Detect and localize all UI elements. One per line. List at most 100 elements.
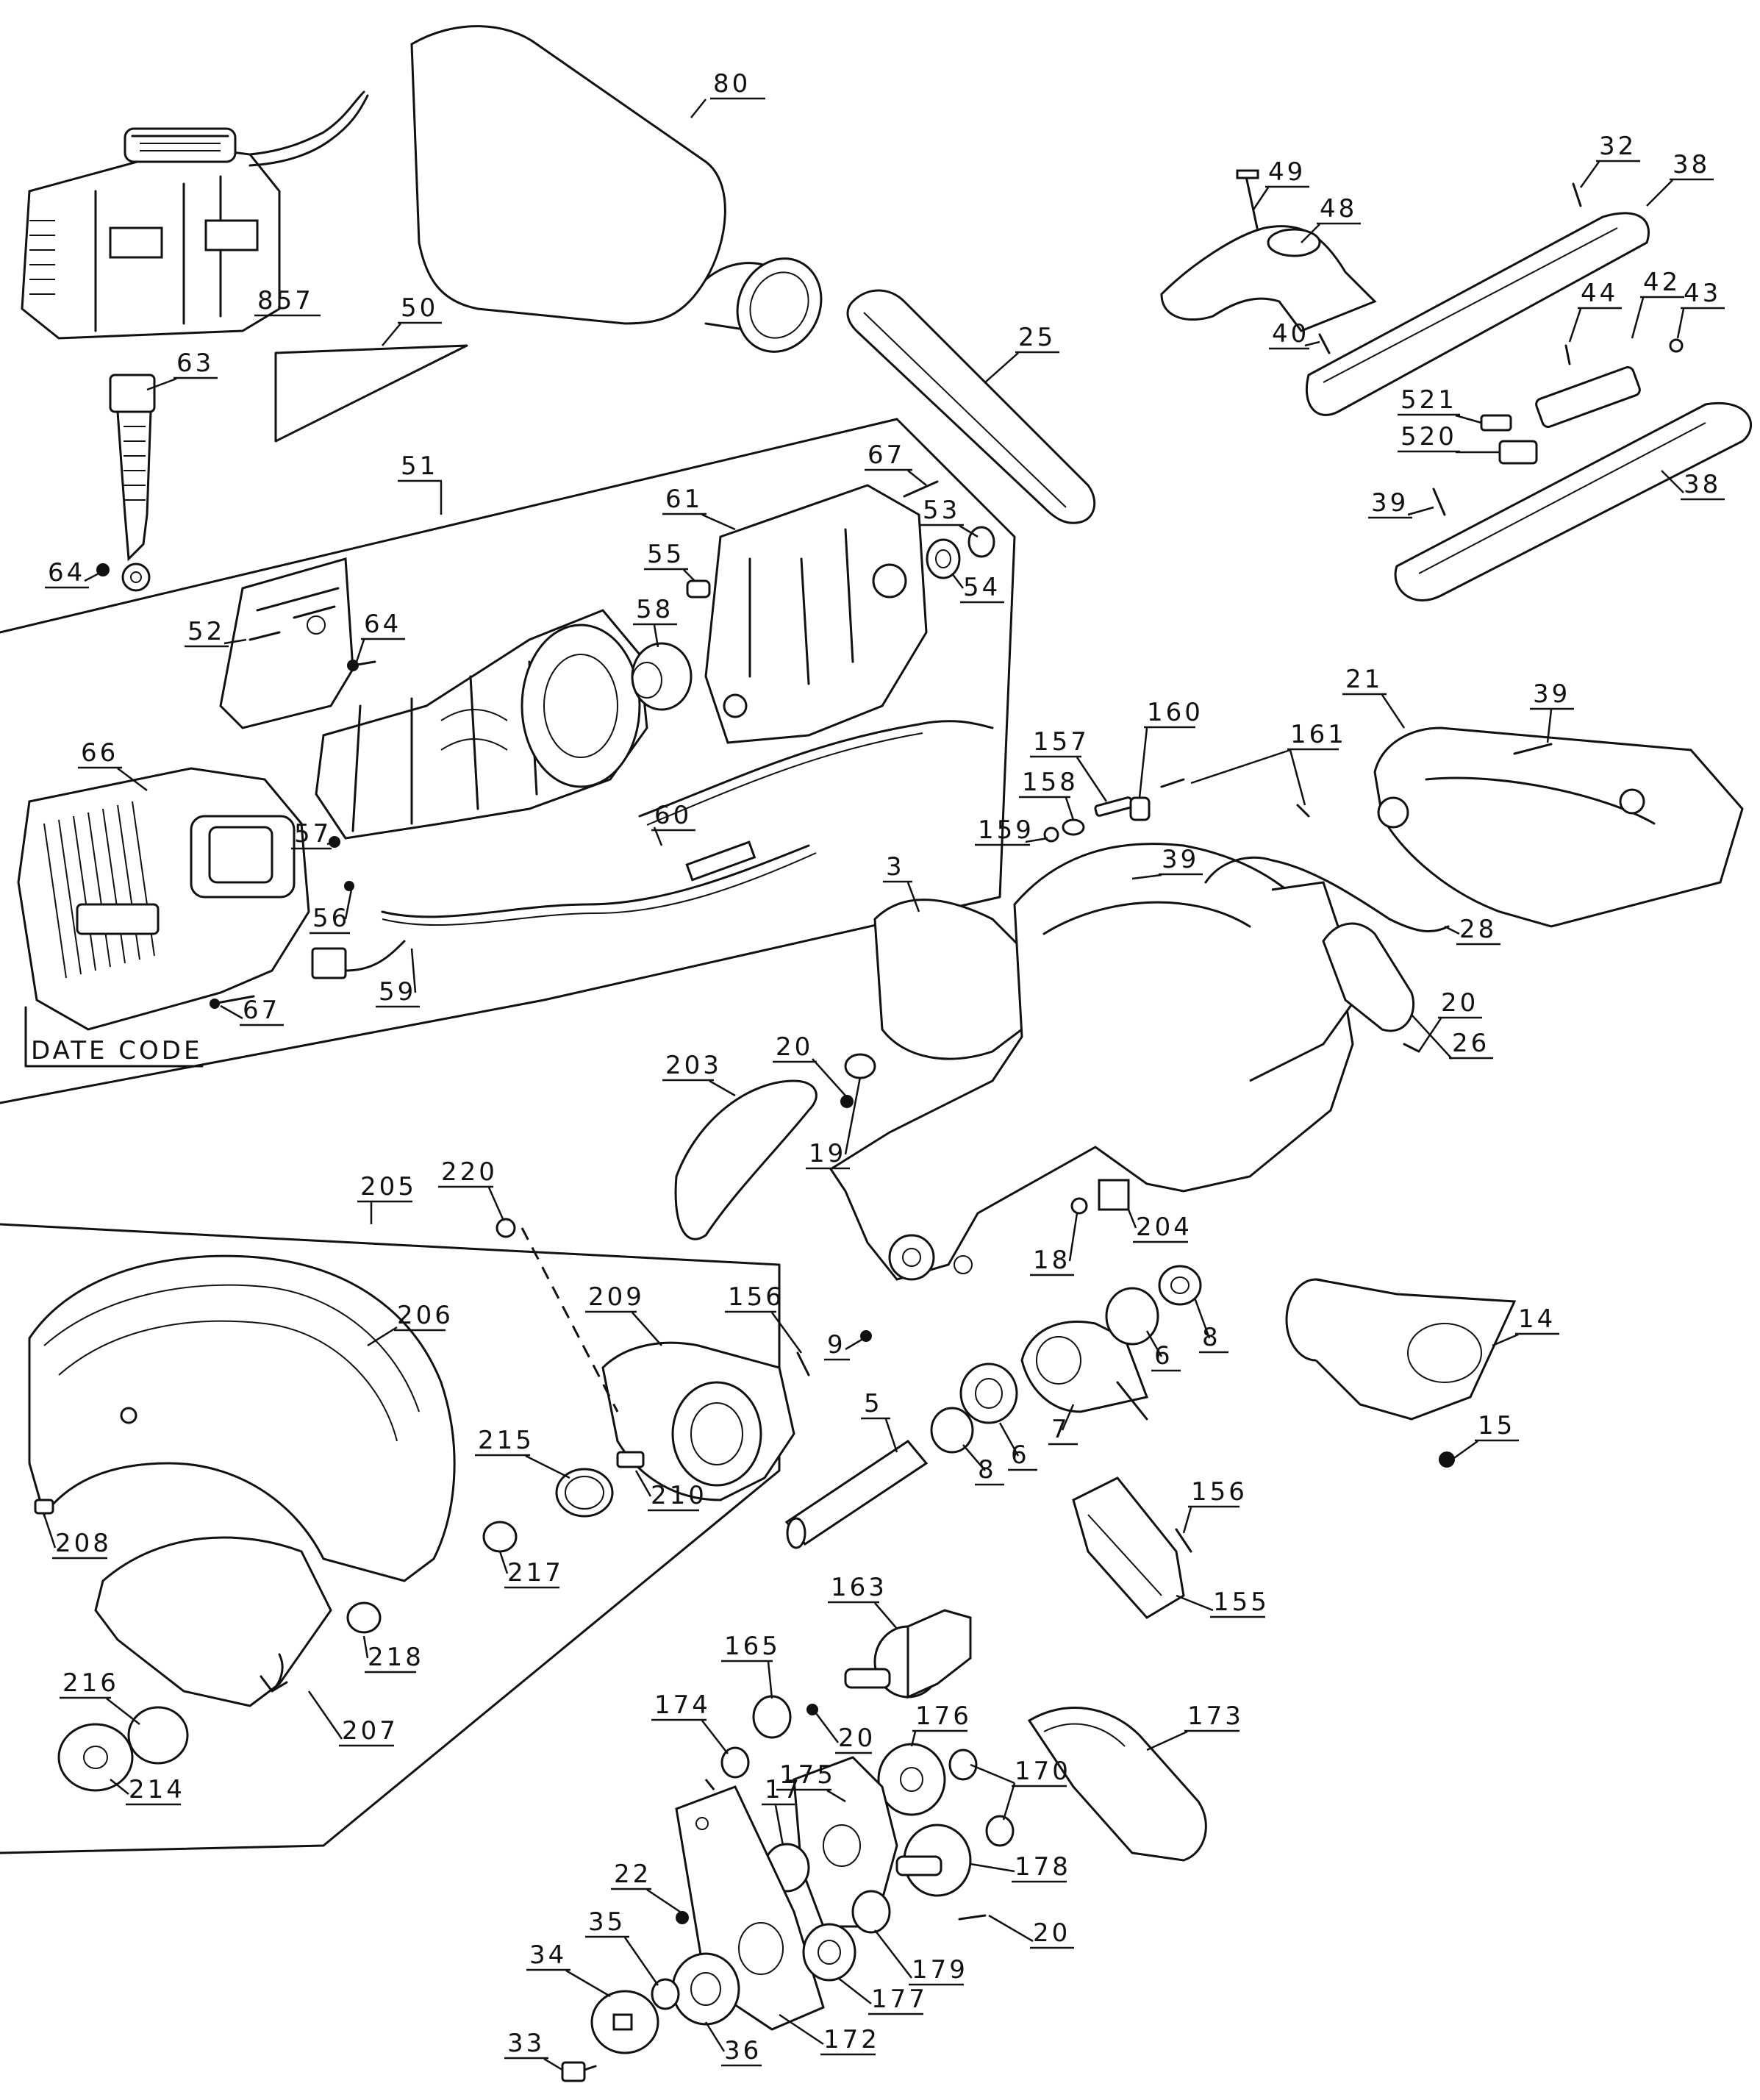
bearing-170 xyxy=(948,1749,1015,1847)
dust-port-14 xyxy=(1285,1278,1517,1421)
handle-half-38b xyxy=(1394,402,1752,601)
callout-p6b: 6 xyxy=(1011,1440,1030,1470)
callout-p59: 59 xyxy=(379,977,416,1007)
leader-line xyxy=(815,1713,839,1743)
screw-220 xyxy=(496,1218,516,1238)
guard-bracket-209 xyxy=(601,1341,795,1501)
leader-line xyxy=(1301,224,1320,243)
callout-p32: 32 xyxy=(1599,132,1636,161)
spring-158 xyxy=(1062,818,1085,836)
leader-line xyxy=(632,1312,662,1346)
leader-line xyxy=(906,882,920,913)
screw-20a xyxy=(1403,1043,1420,1053)
callout-p217: 217 xyxy=(507,1558,564,1588)
callout-p155: 155 xyxy=(1213,1588,1270,1617)
leader-line xyxy=(1381,694,1406,729)
leader-line xyxy=(1182,1507,1192,1534)
leader-line xyxy=(498,1551,509,1574)
leader-line xyxy=(1138,727,1148,799)
trigger-42 xyxy=(1535,366,1641,428)
leader-line xyxy=(1193,1297,1211,1339)
leader-line xyxy=(653,624,659,648)
leader-line xyxy=(1061,1404,1075,1431)
screw-22 xyxy=(676,1911,689,1924)
screw-39b xyxy=(1513,743,1553,755)
screw-161 xyxy=(1160,778,1310,818)
leader-line xyxy=(1002,1782,1016,1821)
leader-line xyxy=(874,1929,912,1979)
upper-arm-3 xyxy=(829,843,1362,1281)
callout-p216: 216 xyxy=(62,1668,119,1698)
wire-harness-60 xyxy=(381,720,994,926)
leader-line xyxy=(1546,709,1553,743)
callout-p21: 21 xyxy=(1345,665,1383,694)
leader-line xyxy=(774,1804,784,1846)
leader-line xyxy=(1407,506,1434,516)
screw-44 xyxy=(1564,344,1571,365)
screw-156b xyxy=(1175,1528,1192,1553)
screw-39a xyxy=(1432,488,1446,516)
date-code-bracket xyxy=(24,1006,204,1068)
motor-field-armature xyxy=(315,609,648,840)
leader-line xyxy=(1631,297,1645,339)
callout-p49: 49 xyxy=(1268,157,1306,187)
callout-p165: 165 xyxy=(724,1632,781,1661)
callout-p7: 7 xyxy=(1051,1415,1070,1444)
callout-p39a: 39 xyxy=(1371,488,1409,518)
callout-p175: 175 xyxy=(779,1760,836,1790)
leader-line xyxy=(1661,470,1684,493)
washer-217 xyxy=(482,1521,518,1553)
leader-line xyxy=(1444,925,1460,935)
spring-215 xyxy=(555,1468,614,1518)
leader-line xyxy=(1676,308,1685,339)
callout-p20a: 20 xyxy=(1441,988,1478,1018)
callout-p170: 170 xyxy=(1015,1757,1071,1786)
callout-p44: 44 xyxy=(1581,279,1618,308)
leader-line xyxy=(970,1763,1015,1785)
motor-assembly-border-51 xyxy=(0,418,1016,1104)
leader-line xyxy=(623,1937,659,1986)
strip-50 xyxy=(274,344,468,443)
callout-p58: 58 xyxy=(636,595,673,624)
bushing-8b xyxy=(1158,1265,1202,1306)
bearing-179 xyxy=(851,1890,891,1934)
leader-line xyxy=(770,1312,803,1354)
leader-line xyxy=(907,470,927,486)
leader-line xyxy=(951,573,964,589)
switch-521 xyxy=(1480,414,1512,432)
callout-p28: 28 xyxy=(1459,915,1497,944)
lower-guard-206 xyxy=(28,1254,456,1582)
brush-cap-54 xyxy=(926,538,961,579)
callout-p80: 80 xyxy=(713,69,751,99)
callout-p8b: 8 xyxy=(978,1455,997,1485)
leader-line xyxy=(1579,161,1600,188)
callout-p25: 25 xyxy=(1018,323,1056,352)
leader-line xyxy=(382,323,401,346)
leader-line xyxy=(1025,837,1048,843)
leader-line xyxy=(223,638,247,645)
leader-line xyxy=(767,1661,773,1699)
callout-p39c: 39 xyxy=(1162,845,1199,874)
bearing-6b xyxy=(1105,1287,1159,1346)
gasket-173 xyxy=(1027,1707,1207,1862)
callout-p61: 61 xyxy=(665,485,703,514)
callout-p206: 206 xyxy=(397,1301,454,1330)
leader-line xyxy=(959,524,979,538)
callout-p203: 203 xyxy=(665,1051,722,1080)
screw-40 xyxy=(1318,333,1331,354)
callout-p67b: 67 xyxy=(243,996,280,1025)
bearing-58 xyxy=(631,642,693,711)
callout-p157: 157 xyxy=(1033,727,1090,757)
blade-guard-assembly-border-205 xyxy=(0,1223,781,1854)
callout-p207: 207 xyxy=(342,1716,398,1746)
callout-p63: 63 xyxy=(176,349,214,378)
leader-line xyxy=(988,1914,1034,1943)
callout-p53: 53 xyxy=(923,496,960,525)
callout-p67a: 67 xyxy=(868,440,905,470)
leader-line xyxy=(837,1977,872,2004)
callout-p64b: 64 xyxy=(364,610,401,639)
screw-15 xyxy=(1439,1451,1455,1468)
bushing-174 xyxy=(720,1746,750,1779)
hub-216 xyxy=(127,1706,189,1765)
callout-p3: 3 xyxy=(886,852,905,882)
